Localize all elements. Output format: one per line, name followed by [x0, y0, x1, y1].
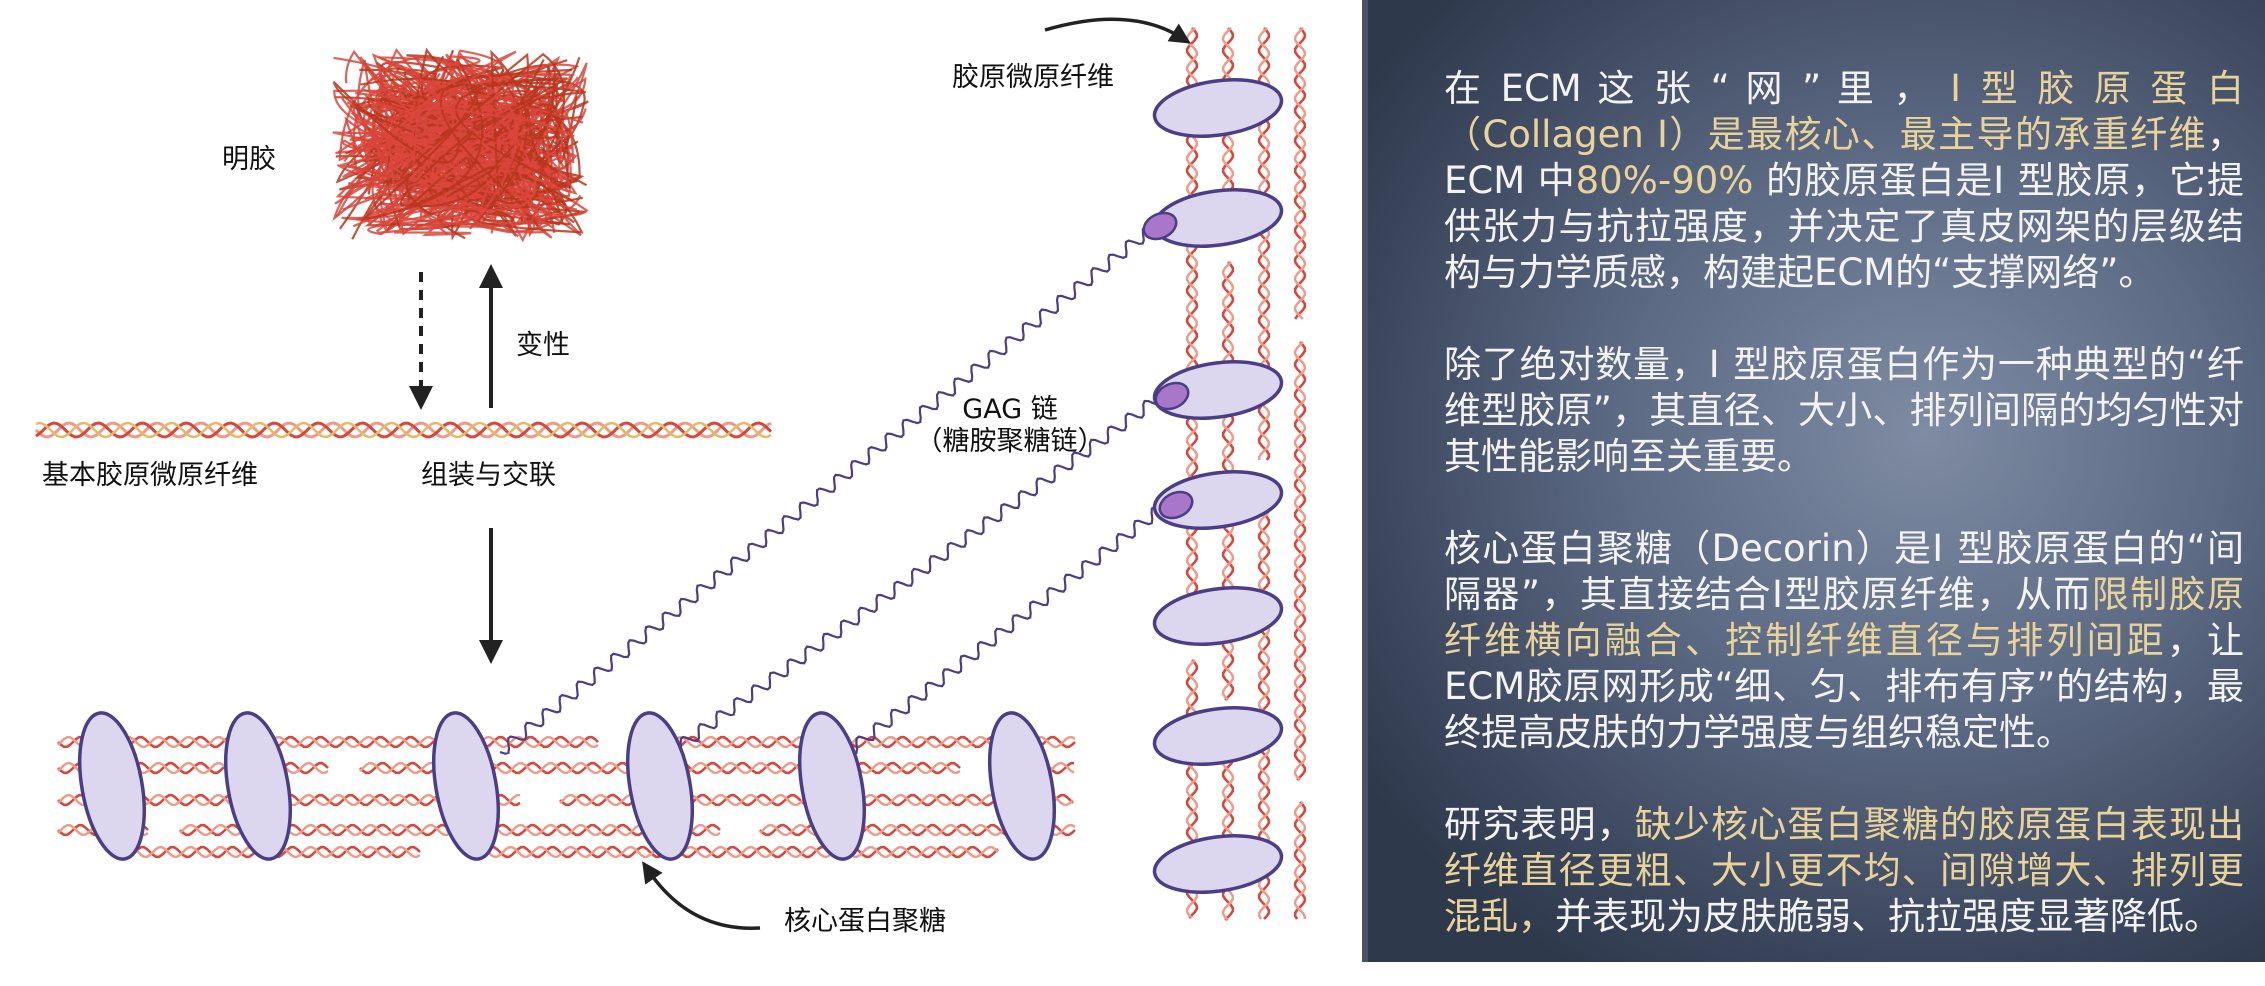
body-text: 除了绝对数量，Ⅰ 型胶原蛋白作为一种典型的“纤维型胶原”，其直径、大小、排列间隔… [1444, 343, 2244, 478]
gelatin-strand [412, 104, 547, 182]
decorin-molecules [78, 78, 1284, 894]
paragraph-1: 在 ECM 这 张 “ 网 ” 里 ， Ⅰ 型 胶 原 蛋 白 （Collage… [1444, 66, 2244, 296]
decorin-pointer-arrow [642, 861, 761, 930]
body-text: ，让ECM胶原网形成“细、匀、排布有序”的结构，最终提高皮肤的力学强度与组织稳定… [1444, 619, 2245, 754]
decorin-molecule [78, 711, 146, 861]
gelatin-label: 明胶 [222, 144, 276, 175]
collagen-fibril-label: 胶原微原纤维 [952, 62, 1114, 93]
decorin-molecule [224, 711, 292, 861]
decorin-molecule [798, 711, 866, 861]
gelatin-strand [400, 52, 566, 216]
assembled-fibril-horizontal [57, 735, 1076, 859]
body-text: 研究表明， [1444, 803, 1635, 846]
basic-collagen-fibril [34, 421, 773, 439]
gag-attachment-bead [1158, 490, 1194, 520]
decorin-molecule [432, 711, 500, 861]
body-text: 核心蛋白聚糖（Decorin）是Ⅰ 型胶原蛋白的“间隔器”，其直接结合Ⅰ型胶原纤… [1444, 527, 2244, 616]
decorin-molecule [1152, 78, 1284, 138]
fiber-strand [1293, 341, 1307, 781]
basic-fibril-label: 基本胶原微原纤维 [42, 460, 258, 491]
body-text: ， ECM 中 [1444, 113, 2244, 202]
basic-fibril-strand [35, 421, 773, 439]
fiber-strand [1293, 27, 1307, 320]
gelatin-strand [332, 65, 477, 164]
fiber-strand [1293, 801, 1307, 920]
panel-text: 在 ECM 这 张 “ 网 ” 里 ， Ⅰ 型 胶 原 蛋 白 （Collage… [1444, 66, 2244, 986]
fiber-strand [1293, 801, 1307, 920]
gelatin-strand [360, 59, 523, 221]
highlight-text: 限制胶原纤维横向融合、控制纤维直径与排列间距 [1444, 573, 2244, 662]
body-text: 并表现为皮肤脆弱、抗拉强度显著降低。 [1555, 895, 2221, 938]
body-text: 在 ECM 这 张 “ 网 ” 里 ， [1444, 67, 1951, 110]
body-text: 的胶原蛋白是Ⅰ 型胶原，它提供张力与抗拉强度，并决定了真皮网架的层级结构与力学质… [1444, 159, 2245, 294]
gag-chain-line [499, 222, 1162, 755]
collagen-diagram: 明胶 变性 基本胶原微原纤维 组装与交联 胶原微原纤维 GAG 链 （糖胺聚糖链… [34, 17, 1307, 937]
denature-label: 变性 [516, 330, 570, 361]
gag-chain-label: GAG 链 （糖胺聚糖链） [910, 394, 1110, 459]
decorin-molecule [1152, 586, 1284, 646]
assembly-label: 组装与交联 [421, 460, 556, 491]
fiber-strand [469, 845, 999, 859]
decorin-label: 核心蛋白聚糖 [784, 906, 946, 937]
decorin-molecule [988, 711, 1056, 861]
gag-chain-label-line2: （糖胺聚糖链） [915, 426, 1105, 458]
explanation-panel: 在 ECM 这 张 “ 网 ” 里 ， Ⅰ 型 胶 原 蛋 白 （Collage… [1362, 0, 2265, 962]
process-arrows [409, 17, 1191, 930]
highlight-text: 缺少核心蛋白聚糖的胶原蛋白表现出纤维直径更粗、大小更不均、间隙增大、排列更混乱， [1444, 803, 2244, 938]
fiber-strand [1293, 341, 1307, 781]
paragraph-4: 研究表明，缺少核心蛋白聚糖的胶原蛋白表现出纤维直径更粗、大小更不均、间隙增大、排… [1444, 802, 2244, 940]
collagen-fibril-pointer-arrow [1044, 17, 1191, 44]
gag-attachment-bead [1142, 211, 1178, 241]
decorin-molecule [1152, 706, 1284, 766]
fiber-strand [469, 845, 999, 859]
gelatin-strand [408, 58, 546, 208]
gag-attachment-bead [1154, 381, 1190, 411]
diagram-canvas [34, 17, 1307, 930]
paragraph-3: 核心蛋白聚糖（Decorin）是Ⅰ 型胶原蛋白的“间隔器”，其直接结合Ⅰ型胶原纤… [1444, 526, 2244, 756]
gelatin-strand [412, 87, 537, 212]
gag-chain-line [847, 495, 1171, 755]
highlight-text: Ⅰ 型 胶 原 蛋 白 （Collagen Ⅰ）是最核心、最主导的承重纤维 [1444, 67, 2245, 156]
gag-chain-label-line1: GAG 链 [962, 394, 1058, 425]
gag-chain-line [671, 386, 1171, 756]
gag-chains [499, 222, 1171, 756]
decorin-molecule [626, 711, 694, 861]
highlight-text: 80%-90% [1575, 159, 1754, 202]
gelatin-tangle [332, 47, 589, 243]
fiber-strand [1293, 27, 1307, 320]
decorin-molecule [1152, 834, 1284, 894]
basic-fibril-strand [35, 421, 772, 439]
paragraph-2: 除了绝对数量，Ⅰ 型胶原蛋白作为一种典型的“纤维型胶原”，其直径、大小、排列间隔… [1444, 342, 2244, 480]
gelatin-strand [455, 77, 572, 189]
